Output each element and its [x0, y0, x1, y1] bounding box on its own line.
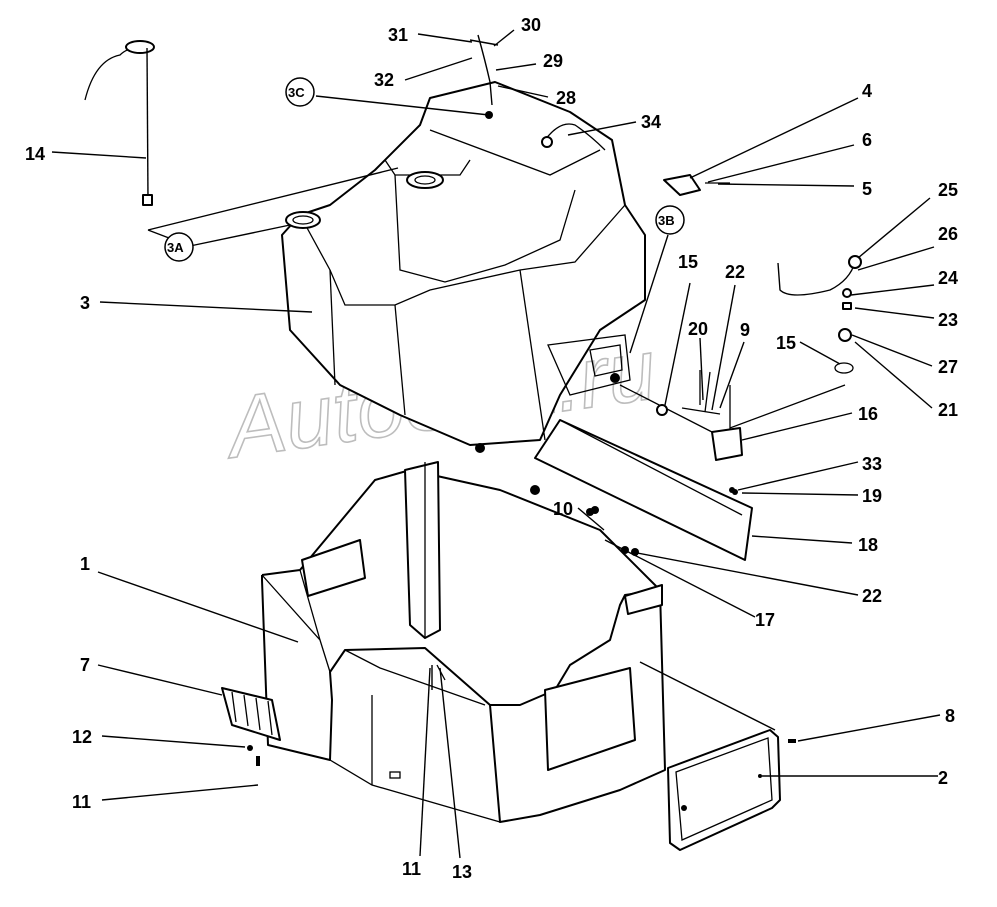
- callout-24: 24: [938, 268, 958, 288]
- vent-hose-assembly: [469, 34, 606, 151]
- callout-34: 34: [641, 112, 661, 132]
- callout-19: 19: [862, 486, 882, 506]
- callout-3: 3: [80, 293, 90, 313]
- callout-26: 26: [938, 224, 958, 244]
- callout-28: 28: [556, 88, 576, 108]
- callout-20: 20: [688, 319, 708, 339]
- callout-14: 14: [25, 144, 45, 164]
- callout-23: 23: [938, 310, 958, 330]
- callout-33: 33: [862, 454, 882, 474]
- callout-13: 13: [452, 862, 472, 882]
- callout-30: 30: [521, 15, 541, 35]
- callout-29: 29: [543, 51, 563, 71]
- callout-9: 9: [740, 320, 750, 340]
- fuel-line-assembly: [777, 255, 862, 374]
- callout-18: 18: [858, 535, 878, 555]
- callout-8: 8: [945, 706, 955, 726]
- callout-5: 5: [862, 179, 872, 199]
- callout-17: 17: [755, 610, 775, 630]
- callout-4: 4: [862, 81, 872, 101]
- callout-6: 6: [862, 130, 872, 150]
- callout-25: 25: [938, 180, 958, 200]
- callout-labels: 31 30 32 29 28 3C 4 34 6 14 5 25 3B 3A 2…: [25, 15, 958, 882]
- callout-3A: 3A: [167, 240, 184, 255]
- callout-15-top: 15: [678, 252, 698, 272]
- fuel-tank: [281, 81, 646, 453]
- mounting-rail: [530, 419, 753, 561]
- callout-16: 16: [858, 404, 878, 424]
- drain-valve-assembly: [619, 370, 846, 461]
- callout-3C: 3C: [288, 85, 305, 100]
- callout-32: 32: [374, 70, 394, 90]
- callout-11-bottom: 11: [402, 859, 421, 879]
- callout-21: 21: [938, 400, 958, 420]
- callout-27: 27: [938, 357, 958, 377]
- leader-lines: [51, 29, 941, 859]
- mounting-bracket: [221, 687, 281, 766]
- callout-12: 12: [72, 727, 92, 747]
- fuel-level-sender: [84, 40, 155, 206]
- clip-assembly: [663, 174, 730, 196]
- callout-22-top: 22: [725, 262, 745, 282]
- tank-cradle: [261, 461, 666, 823]
- callout-10: 10: [553, 499, 573, 519]
- cover-plate: [667, 729, 796, 851]
- callout-11-left: 11: [72, 792, 91, 812]
- callout-15-right: 15: [776, 333, 796, 353]
- callout-1: 1: [80, 554, 90, 574]
- callout-22-bottom: 22: [862, 586, 882, 606]
- callout-31: 31: [388, 25, 408, 45]
- callout-2: 2: [938, 768, 948, 788]
- callout-3B: 3B: [658, 213, 675, 228]
- callout-7: 7: [80, 655, 90, 675]
